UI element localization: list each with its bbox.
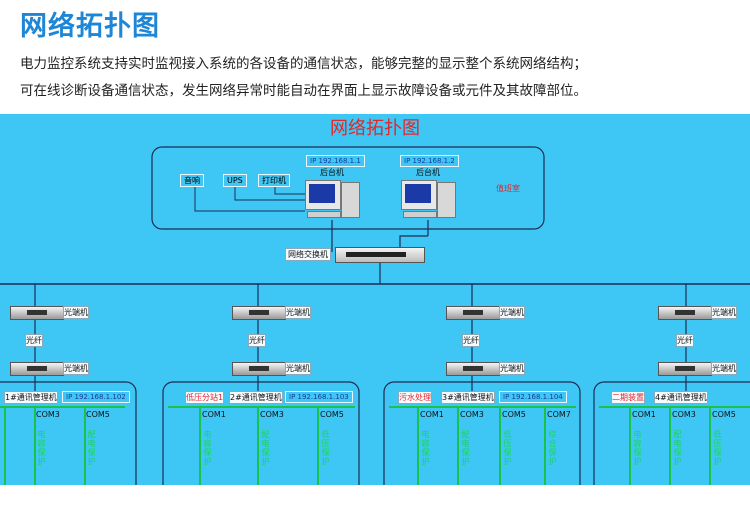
host-2-label: 后台机 <box>416 168 440 177</box>
host-1-label: 后台机 <box>320 168 344 177</box>
branch-3-com-3: COM7 <box>547 410 571 419</box>
branch-2-device-0: 电容保护 <box>203 430 212 466</box>
station-2-frame <box>162 381 360 485</box>
branch-2-manager[interactable]: 2#通讯管理机 <box>229 391 283 404</box>
branch-2-optical-terminal-top-icon[interactable] <box>232 306 286 320</box>
branch-4-device-1: 配电保护 <box>673 430 682 466</box>
branch-4-station: 二期装置 <box>611 391 645 404</box>
branch-2-device-2: 低压保护 <box>321 430 330 466</box>
branch-1-optical-terminal-top-icon[interactable] <box>10 306 64 320</box>
branch-3-optical-bottom-label: 光端机 <box>499 362 525 375</box>
description-line-2: 可在线诊断设备通信状态，发生网络异常时能自动在界面上显示故障设备或元件及其故障部… <box>20 83 587 99</box>
serial-buses <box>0 406 750 485</box>
link-ups <box>234 186 305 201</box>
branch-3-optical-terminal-bottom-icon[interactable] <box>446 362 500 376</box>
branch-2-com-0: COM1 <box>202 410 226 419</box>
branch-3-device-3: 综合保护 <box>548 430 557 466</box>
branch-4-optical-terminal-bottom-icon[interactable] <box>658 362 712 376</box>
branch-4-manager[interactable]: 4#通讯管理机 <box>654 391 708 404</box>
branch-1-optical-bottom-label: 光端机 <box>63 362 89 375</box>
ups-device[interactable]: UPS <box>223 174 247 187</box>
branch-4-com-2: COM5 <box>712 410 736 419</box>
audio-device[interactable]: 音响 <box>180 174 204 187</box>
branch-4-device-2: 低压保护 <box>713 430 722 466</box>
network-switch-icon[interactable] <box>335 247 425 263</box>
branch-1-manager[interactable]: 1#通讯管理机 <box>4 391 58 404</box>
branch-2-station: 低压分站1 <box>185 391 225 404</box>
control-room-frame <box>151 146 545 230</box>
branch-2-optical-bottom-label: 光端机 <box>285 362 311 375</box>
branch-3-manager[interactable]: 3#通讯管理机 <box>441 391 495 404</box>
branch-4-optical-terminal-top-icon[interactable] <box>658 306 712 320</box>
link-printer <box>274 186 305 195</box>
branch-1-fiber-label: 光纤 <box>25 334 43 347</box>
switch-label: 网络交换机 <box>285 248 331 261</box>
host-1-computer-icon[interactable] <box>305 180 360 220</box>
branch-2-com-2: COM5 <box>320 410 344 419</box>
branch-1-com-1: COM5 <box>86 410 110 419</box>
branch-2-optical-terminal-bottom-icon[interactable] <box>232 362 286 376</box>
page-title: 网络拓扑图 <box>20 11 160 42</box>
host-2-ip: IP 192.168.1.2 <box>400 155 459 167</box>
branch-2-optical-top-label: 光端机 <box>285 306 311 319</box>
station-1-frame <box>0 381 137 485</box>
branch-2-fiber-label: 光纤 <box>248 334 266 347</box>
branch-3-device-2: 低压保护 <box>503 430 512 466</box>
station-4-frame <box>593 381 750 485</box>
branch-3-com-0: COM1 <box>420 410 444 419</box>
branch-1-optical-top-label: 光端机 <box>63 306 89 319</box>
link-audio <box>194 186 305 212</box>
branch-3-fiber-label: 光纤 <box>462 334 480 347</box>
host-2-computer-icon[interactable] <box>401 180 456 220</box>
branch-3-device-1: 配电保护 <box>461 430 470 466</box>
branch-4-optical-bottom-label: 光端机 <box>711 362 737 375</box>
branch-4-optical-top-label: 光端机 <box>711 306 737 319</box>
branch-1-optical-terminal-bottom-icon[interactable] <box>10 362 64 376</box>
printer-device[interactable]: 打印机 <box>258 174 290 187</box>
description-line-1: 电力监控系统支持实时监视接入系统的各设备的通信状态，能够完整的显示整个系统网络结… <box>20 56 587 72</box>
topology-diagram: 网络拓扑图 <box>0 114 750 485</box>
branch-2-ip: IP 192.168.1.103 <box>285 391 353 403</box>
branch-2-com-1: COM3 <box>260 410 284 419</box>
branch-1-device-0: 电容保护 <box>37 430 46 466</box>
branch-1-device-1: 配电保护 <box>87 430 96 466</box>
branch-4-fiber-label: 光纤 <box>676 334 694 347</box>
branch-3-optical-top-label: 光端机 <box>499 306 525 319</box>
station-3-frame <box>383 381 581 485</box>
branch-1-ip: IP 192.168.1.102 <box>62 391 130 403</box>
branch-3-optical-terminal-top-icon[interactable] <box>446 306 500 320</box>
duty-room-label: 值班室 <box>496 184 520 193</box>
branch-4-com-0: COM1 <box>632 410 656 419</box>
link-host2-b <box>399 235 428 252</box>
branch-4-com-1: COM3 <box>672 410 696 419</box>
branch-3-station: 污水处理 <box>398 391 432 404</box>
branch-3-ip: IP 192.168.1.104 <box>499 391 567 403</box>
diagram-title: 网络拓扑图 <box>330 118 420 139</box>
branch-4-device-0: 电容保护 <box>633 430 642 466</box>
branch-2-device-1: 配电保护 <box>261 430 270 466</box>
host-1-ip: IP 192.168.1.1 <box>306 155 365 167</box>
branch-3-device-0: 电容保护 <box>421 430 430 466</box>
branch-3-com-1: COM3 <box>460 410 484 419</box>
branch-1-com-0: COM3 <box>36 410 60 419</box>
branch-3-com-2: COM5 <box>502 410 526 419</box>
